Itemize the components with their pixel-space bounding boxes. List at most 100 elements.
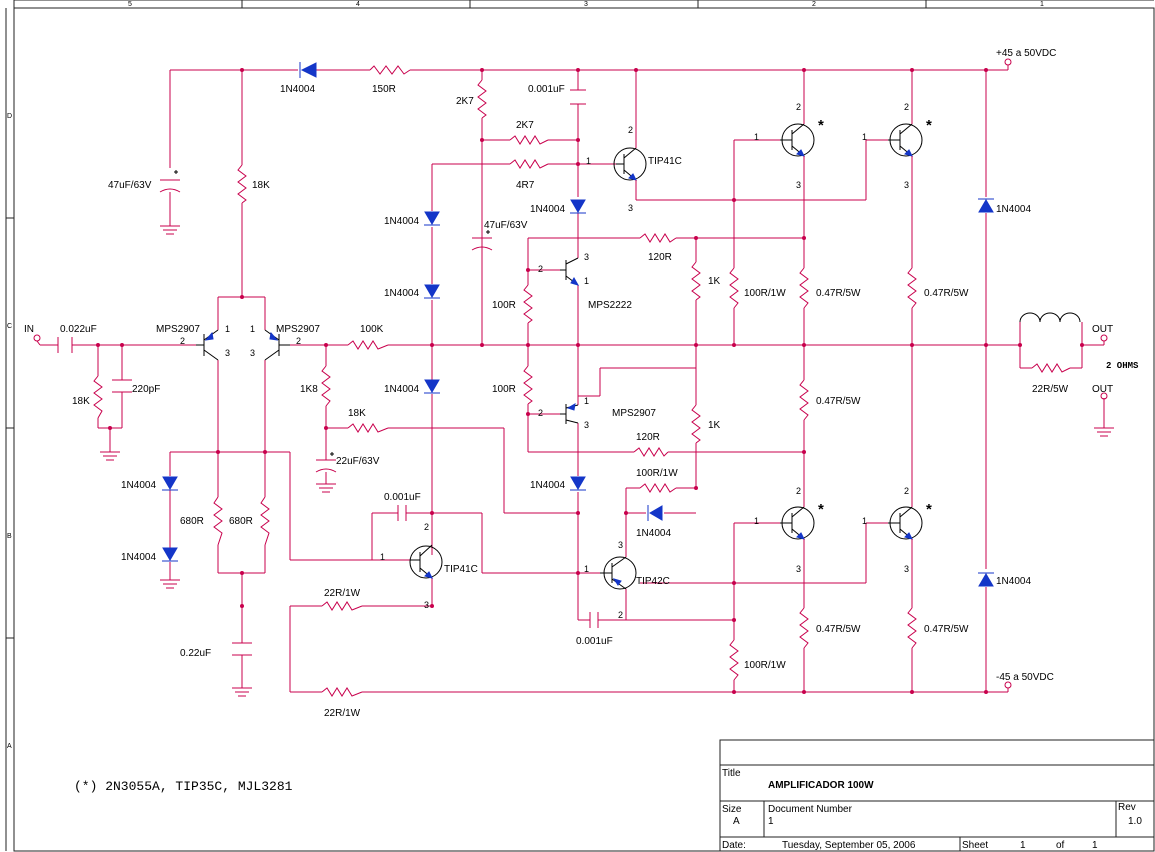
ground-symbol (316, 483, 336, 493)
vminus-label: -45 a 50VDC (996, 672, 1054, 683)
capacitor-label: 220pF (132, 384, 160, 395)
transistor-label: MPS2907 (156, 324, 200, 335)
capacitor-label: 0.022uF (60, 324, 97, 335)
size-label: Size (722, 804, 742, 815)
ground-symbol (160, 225, 180, 235)
resistor-047-4 (799, 607, 809, 649)
diode-labels: 1N4004 1N4004 1N4004 1N4004 1N4004 1N400… (121, 84, 1031, 587)
resistor-label: 18K (252, 180, 270, 191)
resistor-22r1w-top (321, 601, 363, 611)
diode-label: 1N4004 (121, 552, 156, 563)
pin-number: 2 (296, 336, 301, 346)
ground-symbol (1094, 427, 1114, 437)
pin-number: 1 (754, 132, 759, 142)
resistor-047-1 (799, 267, 809, 309)
revision-value: 1.0 (1128, 816, 1142, 827)
resistor-label: 100K (360, 324, 384, 335)
zone-label-left-a: A (7, 743, 12, 750)
pin-number: 1 (584, 276, 589, 286)
diode-1n4004-input2 (162, 547, 178, 562)
resistor-100k (347, 340, 389, 350)
pin-number: 2 (424, 522, 429, 532)
transistor-tip41c-bottom (409, 544, 443, 579)
capacitor-label: 0.001uF (384, 492, 421, 503)
diode-label: 1N4004 (280, 84, 315, 95)
diode-1n4004-bias3 (424, 379, 440, 394)
resistor-label: 100R (492, 300, 516, 311)
resistor-label: 1K (708, 276, 721, 287)
resistor-120r-bottom (633, 447, 669, 457)
capacitor-0001uf-top (570, 89, 586, 105)
diode-1n4004-rail1 (978, 198, 994, 213)
load-impedance-label: 2 OHMS (1106, 361, 1139, 371)
pin-number: 1 (584, 396, 589, 406)
zone-label-left-b: B (7, 533, 12, 540)
diode-1n4004-tip42 (647, 505, 663, 521)
pin-number: 2 (538, 408, 543, 418)
ground-symbol (100, 451, 120, 461)
pin-number: 3 (796, 564, 801, 574)
transistor-output-1 (780, 115, 815, 160)
transistor-label: TIP41C (444, 564, 478, 575)
diode-1n4004-rail2 (978, 572, 994, 587)
capacitor-symbols (57, 89, 599, 656)
diode-label: 1N4004 (636, 528, 671, 539)
capacitor-label: 47uF/63V (108, 180, 152, 191)
resistor-label: 18K (348, 408, 366, 419)
transistor-symbols (196, 115, 923, 596)
resistor-label: 4R7 (516, 180, 535, 191)
transistor-tip41c-top (613, 140, 647, 184)
transistor-output-2 (888, 115, 923, 160)
pin-number: 2 (618, 610, 623, 620)
zone-label-top-4: 4 (356, 1, 360, 8)
capacitor-label: 0.001uF (576, 636, 613, 647)
diode-1n4004-bias1 (424, 211, 440, 226)
pin-number: 2 (904, 102, 909, 112)
transistor-mps2907-right (264, 329, 290, 361)
zone-label-left-c: C (7, 323, 12, 330)
pin-number: 3 (618, 540, 623, 550)
output-label-bottom: OUT (1092, 384, 1113, 395)
schematic-title: AMPLIFICADOR 100W (768, 780, 874, 791)
diode-1n4004-input1 (162, 476, 178, 491)
pin-number: 3 (796, 180, 801, 190)
resistor-120r-top (639, 233, 677, 243)
output-inductor (1019, 312, 1081, 323)
resistor-label: 2K7 (516, 120, 534, 131)
output-transistor-markers: * * * * (818, 117, 932, 518)
resistor-label: 0.47R/5W (816, 288, 861, 299)
resistor-label: 18K (72, 396, 90, 407)
resistor-1k8 (321, 365, 331, 407)
resistor-047-3 (799, 379, 809, 421)
resistor-22r5w (1031, 363, 1071, 373)
pin-number: 3 (904, 564, 909, 574)
zone-label-top-2: 2 (812, 1, 816, 8)
resistor-100r1w-top (729, 267, 739, 309)
resistor-680r-b (260, 496, 270, 546)
resistor-label: 22R/1W (324, 708, 361, 719)
resistor-label: 150R (372, 84, 396, 95)
capacitor-47uf-a (159, 170, 181, 193)
junction-dots (96, 68, 1084, 694)
resistor-100r1w-tip42 (639, 483, 677, 493)
title-label: Title (722, 768, 741, 779)
pin-number: 3 (250, 348, 255, 358)
resistor-2k7-horizontal (509, 135, 549, 145)
pin-number: 1 (584, 564, 589, 574)
resistor-label: 100R/1W (744, 660, 786, 671)
resistor-label: 100R/1W (636, 468, 678, 479)
resistor-label: 2K7 (456, 96, 474, 107)
star-marker: * (818, 117, 824, 134)
revision-label: Rev (1118, 802, 1136, 813)
resistor-label: 100R/1W (744, 288, 786, 299)
capacitor-220pf (112, 379, 132, 393)
zone-label-top-3: 3 (584, 1, 588, 8)
resistor-labels: 150R 18K 2K7 2K7 4R7 120R 100R 1K 100R/1… (72, 84, 1069, 719)
resistor-22r1w-bottom (321, 687, 363, 697)
resistor-1k-top (691, 261, 701, 301)
pin-number: 2 (180, 336, 185, 346)
document-number-label: Document Number (768, 804, 853, 815)
pin-number: 1 (862, 516, 867, 526)
transistor-output-4 (888, 502, 923, 545)
diode-1n4004-bias2 (424, 284, 440, 299)
